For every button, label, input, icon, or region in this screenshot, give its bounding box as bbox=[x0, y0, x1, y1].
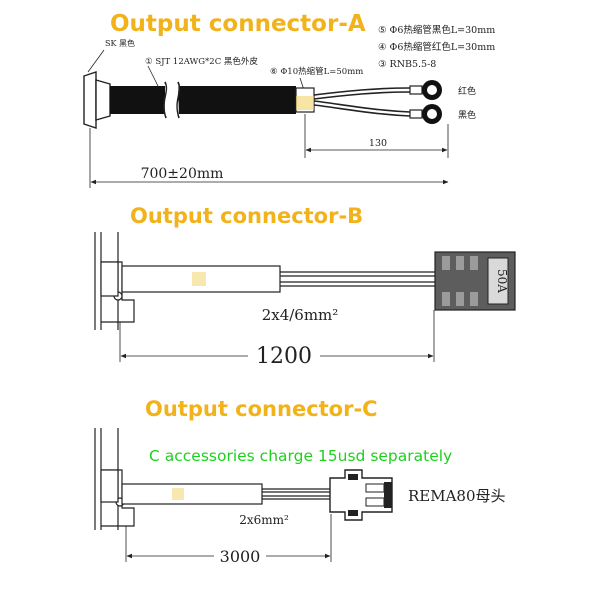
cable-break-gap bbox=[165, 84, 178, 116]
grommet-a bbox=[83, 71, 97, 129]
cable-c-jacket bbox=[121, 483, 263, 505]
legend-item-5: ⑤ Φ6热缩管黑色L=30mm bbox=[378, 24, 495, 36]
dim-total-label: 700±20mm bbox=[141, 166, 224, 182]
plug-label-plate bbox=[487, 257, 509, 305]
section-b: Output connector-B 50A 2x4/6mm² 1200 bbox=[94, 204, 516, 369]
dim-b-label: 1200 bbox=[256, 344, 312, 369]
legend-item-4: ④ Φ6热缩管红色L=30mm bbox=[378, 41, 495, 53]
section-c-title: Output connector-C bbox=[145, 397, 378, 421]
wire-red-label: 红色 bbox=[458, 85, 476, 97]
legend-item-3: ③ RNB5.5-8 bbox=[378, 59, 436, 70]
section-b-title: Output connector-B bbox=[130, 204, 363, 228]
cable-c-wires bbox=[262, 488, 330, 500]
cable-a-left bbox=[110, 86, 165, 114]
rema-plug bbox=[329, 469, 393, 521]
cable-b-wires bbox=[280, 271, 435, 287]
callout-cable-label: ① SJT 12AWG*2C 黑色外皮 bbox=[145, 56, 258, 67]
dim-c-label: 3000 bbox=[220, 547, 261, 566]
wire-red bbox=[313, 87, 411, 96]
plug-b-label: 50A bbox=[495, 269, 509, 293]
callout-sleeve-leader bbox=[87, 49, 105, 73]
cable-c-spec: 2x6mm² bbox=[239, 513, 289, 527]
dim-branch-label: 130 bbox=[369, 138, 387, 149]
cable-a-right bbox=[178, 86, 296, 114]
heatshrink-highlight bbox=[296, 96, 314, 110]
wire-black-label: 黑色 bbox=[458, 109, 476, 121]
plug-c-label: REMA80母头 bbox=[408, 487, 506, 505]
wire-black bbox=[313, 100, 411, 113]
section-a: Output connector-A ⑤ Φ6热缩管黑色L=30mm ④ Φ6热… bbox=[83, 11, 495, 188]
cable-b-spec: 2x4/6mm² bbox=[262, 306, 339, 324]
callout-heatshrink-label: ⑥ Φ10热缩管L=50mm bbox=[270, 66, 363, 77]
section-c: Output connector-C C accessories charge … bbox=[94, 397, 506, 566]
cable-c-highlight bbox=[172, 488, 184, 500]
cable-b-highlight bbox=[192, 272, 206, 286]
callout-sleeve-label: SK 黑色 bbox=[105, 38, 135, 48]
section-a-title: Output connector-A bbox=[110, 11, 366, 37]
grommet-a-neck bbox=[95, 79, 111, 121]
section-c-note: C accessories charge 15usd separately bbox=[149, 447, 452, 465]
